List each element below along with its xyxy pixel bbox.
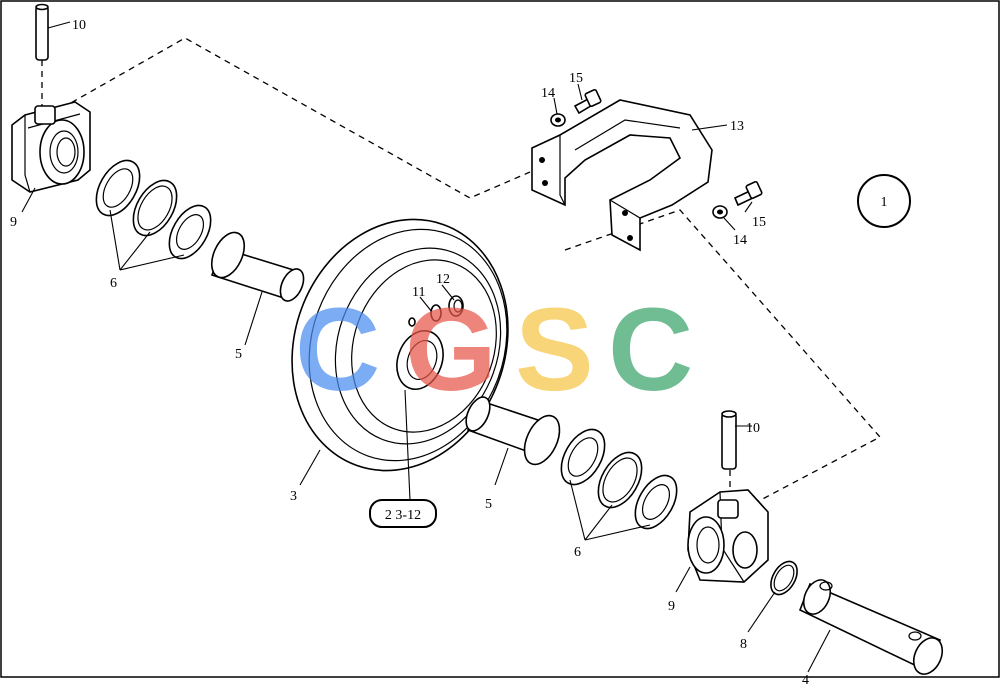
label-14-bottom: 14	[733, 233, 747, 248]
pin-10-right	[721, 410, 737, 470]
label-13: 13	[730, 119, 744, 134]
bushing-5-right	[465, 396, 561, 466]
washer-14-bottom	[712, 205, 728, 219]
label-4: 4	[802, 673, 809, 688]
bushing-5-left	[210, 231, 305, 302]
label-6-left: 6	[110, 276, 117, 291]
bolt-15-bottom	[733, 180, 763, 207]
watermark-letter-c2: C	[608, 284, 693, 416]
label-9-right: 9	[668, 599, 675, 614]
seal-group-6-right	[560, 428, 678, 530]
assembly-ref-label: 2 3-12	[385, 508, 421, 523]
label-9-left: 9	[10, 215, 17, 230]
watermark-letter-s: S	[515, 284, 594, 416]
label-5-left: 5	[235, 347, 242, 362]
idler-wheel-3	[291, 218, 509, 472]
label-3: 3	[290, 489, 297, 504]
watermark-logo: C G S C	[295, 284, 693, 416]
label-5-right: 5	[485, 497, 492, 512]
assembly-ref-box	[369, 499, 437, 528]
callout-circle-1	[857, 174, 911, 228]
label-11: 11	[412, 285, 425, 300]
callout-1-label: 1	[881, 195, 888, 210]
watermark-letter-g: G	[405, 284, 497, 416]
label-10-right: 10	[746, 421, 760, 436]
bracket-9-left	[11, 101, 91, 193]
label-8: 8	[740, 637, 747, 652]
watermark-letter-c1: C	[295, 284, 380, 416]
label-15-top: 15	[569, 71, 583, 86]
plug-11-12	[408, 295, 464, 327]
label-14-top: 14	[541, 86, 555, 101]
label-12: 12	[436, 272, 450, 287]
label-10-top: 10	[72, 18, 86, 33]
bolt-15-top	[573, 88, 602, 115]
pin-10-top	[35, 3, 49, 61]
shaft-4	[798, 579, 944, 675]
leader-lines	[21, 21, 831, 673]
washer-14-top	[550, 113, 566, 127]
label-15-bottom: 15	[752, 215, 766, 230]
o-ring-8	[770, 560, 798, 596]
bracket-9-right	[687, 489, 769, 583]
seal-group-6-left	[95, 159, 212, 260]
yoke-13	[531, 99, 713, 252]
label-6-right: 6	[574, 545, 581, 560]
